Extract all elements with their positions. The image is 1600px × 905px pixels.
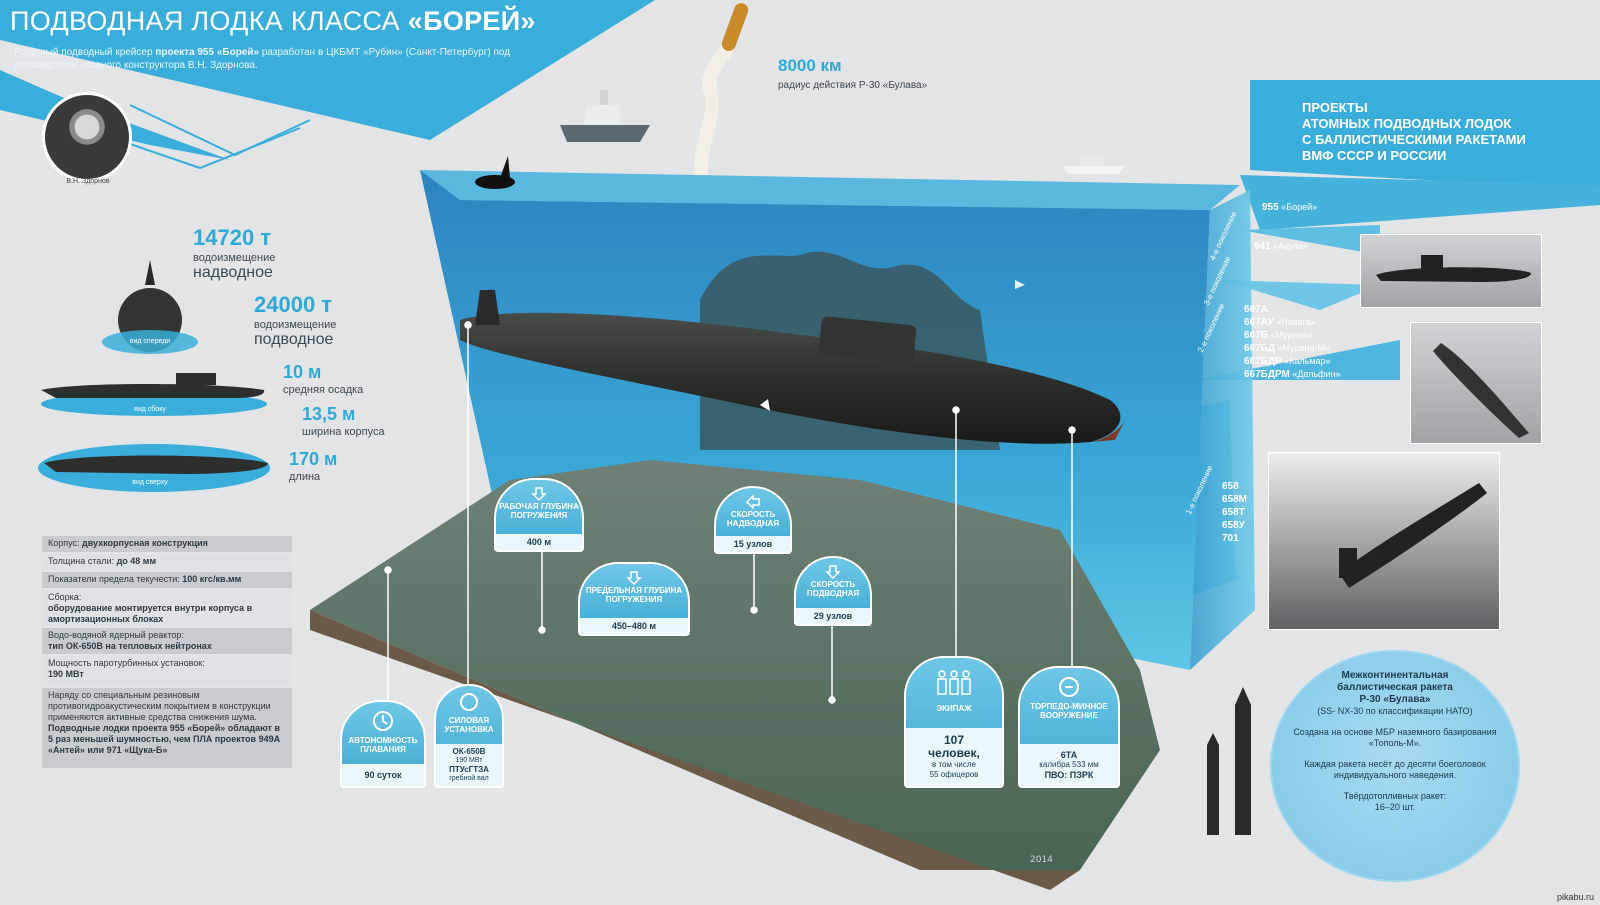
view-front-caption: вид спереди <box>129 338 171 345</box>
autonomy-box: АВТОНОМНОСТЬ ПЛАВАНИЯ 90 суток <box>340 700 426 788</box>
project-658-list: 658 658М 658Т 658У 701 <box>1222 481 1248 544</box>
draft-label: средняя осадка <box>283 384 364 396</box>
photo-941-akula <box>1360 234 1542 308</box>
power-plant-box: СИЛОВАЯ УСТАНОВКА ОК-650В 190 МВт ПТУсГТ… <box>434 684 504 788</box>
arrow-left-icon <box>745 494 760 510</box>
hull-width-label: ширина корпуса <box>302 426 385 438</box>
length-value: 170 м <box>289 449 338 469</box>
orca-graphic <box>475 156 515 189</box>
sub-side-view <box>41 373 267 416</box>
sub-front-view <box>102 260 198 354</box>
designer-portrait <box>42 92 132 182</box>
range-label: радиус действия Р-30 «Булава» <box>778 80 928 91</box>
surface-speed-box: СКОРОСТЬ НАДВОДНАЯ 15 узлов <box>714 486 792 554</box>
missile-info-text: Межконтинентальная баллистическая ракета… <box>1293 670 1497 812</box>
yacht-graphic <box>1063 157 1125 174</box>
surface-displacement-value: 14720 т <box>193 225 272 250</box>
project-941: 941 «Акула» <box>1254 241 1308 252</box>
max-depth-box: ПРЕДЕЛЬНАЯ ГЛУБИНА ПОГРУЖЕНИЯ 450–480 м <box>578 562 690 636</box>
length-label: длина <box>289 471 321 483</box>
watermark: pikabu.ru <box>1556 892 1594 902</box>
view-side-caption: вид сбоку <box>134 406 166 413</box>
view-top-caption: вид сверху <box>132 479 168 486</box>
weapons-box: ТОРПЕДО-МИННОЕ ВООРУЖЕНИЕ 6ТА калибра 53… <box>1018 666 1120 788</box>
ship-graphic <box>560 90 650 142</box>
missile-info-circle <box>1270 650 1520 882</box>
page-title: ПОДВОДНАЯ ЛОДКА КЛАССА «БОРЕЙ» <box>10 6 536 36</box>
arrow-down-icon <box>825 565 841 580</box>
projects-title: ПРОЕКТЫ АТОМНЫХ ПОДВОДНЫХ ЛОДОК С БАЛЛИС… <box>1302 100 1526 163</box>
torpedo-icon <box>1059 677 1079 697</box>
people-icon <box>937 670 971 695</box>
crew-box: ЭКИПАЖ 107 человек, в том числе 55 офице… <box>904 656 1004 788</box>
arrow-down-icon <box>626 571 642 586</box>
spec-noise: Наряду со специальным резиновым противог… <box>42 688 292 768</box>
work-depth-box: РАБОЧАЯ ГЛУБИНА ПОГРУЖЕНИЯ 400 м <box>494 478 584 552</box>
reactor-icon <box>460 693 478 711</box>
bulava-missiles-graphic <box>1207 687 1251 835</box>
project-667-list: 667А 667АУ «Навага» 667Б «Мурена» 667БД … <box>1244 304 1341 380</box>
spec-yield: Показатели предела текучести: 100 кгс/кв… <box>42 572 292 588</box>
clock-icon <box>373 711 393 731</box>
sub-top-view <box>38 444 270 492</box>
spec-steel: Толщина стали: до 48 мм <box>42 554 292 570</box>
submerged-displacement-value: 24000 т <box>254 292 333 317</box>
callout-lines <box>384 321 1076 705</box>
range-value: 8000 км <box>778 56 842 75</box>
photo-667-submarine <box>1410 322 1542 444</box>
spec-power: Мощность паротурбинных установок:190 МВт <box>42 656 292 686</box>
spec-hull: Корпус: двухкорпусная конструкция <box>42 536 292 552</box>
portrait-caption: В.Н. Здорнов <box>66 178 110 185</box>
project-955: 955 «Борей» <box>1262 202 1318 213</box>
arrow-down-icon <box>531 487 547 502</box>
year-mark: 2014 <box>1030 855 1053 865</box>
spec-reactor: Водо-водяной ядерный реактор:тип ОК-650В… <box>42 628 292 654</box>
draft-value: 10 м <box>283 362 322 382</box>
hull-width-value: 13,5 м <box>302 404 356 424</box>
photo-658-submarine <box>1268 452 1500 630</box>
project-description: Ракетный подводный крейсер проекта 955 «… <box>14 47 511 71</box>
submerged-speed-box: СКОРОСТЬ ПОДВОДНАЯ 29 узлов <box>794 556 872 626</box>
spec-assembly: Сборка:оборудование монтируется внутри к… <box>42 590 292 626</box>
